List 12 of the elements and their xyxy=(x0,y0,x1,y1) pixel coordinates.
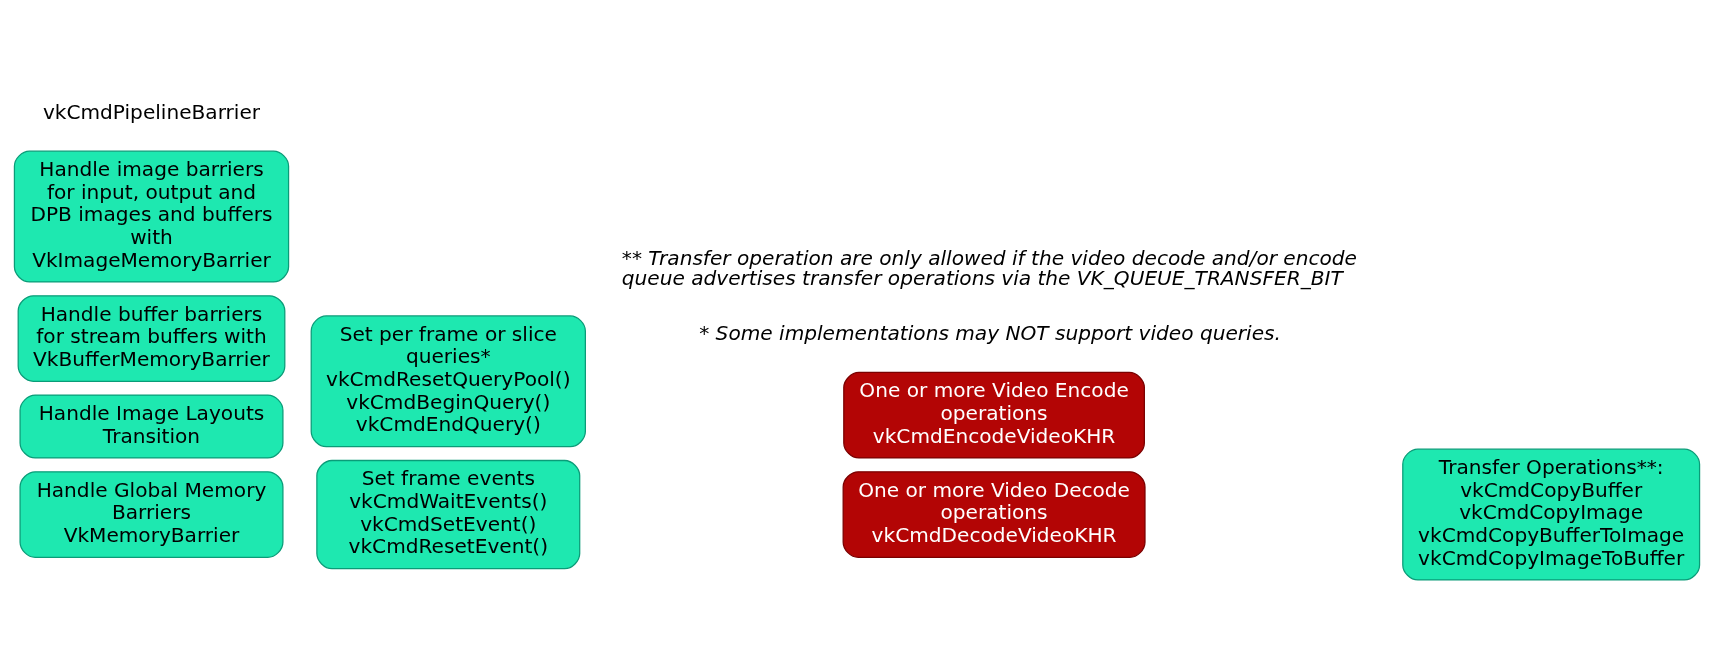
node-box: One or more Video Encode operations vkCmdEncodeVideoKHR xyxy=(843,371,1145,459)
node-box: One or more Video Decode operations vkCmdDecodeVideoKHR xyxy=(842,471,1146,558)
node-box: Transfer Operations**: vkCmdCopyBuffer vkCmdCopyImage vkCmdCopyBufferToImage vkCmdCopyImageToBuffer xyxy=(1402,448,1701,581)
label: * Some implementations may NOT support video queries. xyxy=(699,320,1281,345)
node-box: Handle Image Layouts Transition xyxy=(19,394,284,459)
label: ** Transfer operation are only allowed if the video decode and/or encode queue advertises transfer operations via the VK_QUEUE_TRANSFER_BIT xyxy=(621,246,1357,291)
node-box: Handle Global Memory Barriers VkMemoryBarrier xyxy=(19,471,284,558)
label: vkCmdPipelineBarrier xyxy=(42,100,261,125)
node-box: Set frame events vkCmdWaitEvents() vkCmdSetEvent() vkCmdResetEvent() xyxy=(316,459,581,570)
node-box: Handle buffer barriers for stream buffers with VkBufferMemoryBarrier xyxy=(17,295,286,382)
node-box: Set per frame or slice queries* vkCmdResetQueryPool() vkCmdBeginQuery() vkCmdEndQuery() xyxy=(310,315,586,448)
node-box: Handle image barriers for input, output and DPB images and buffers with VkImageMemoryBarrier xyxy=(13,150,290,283)
